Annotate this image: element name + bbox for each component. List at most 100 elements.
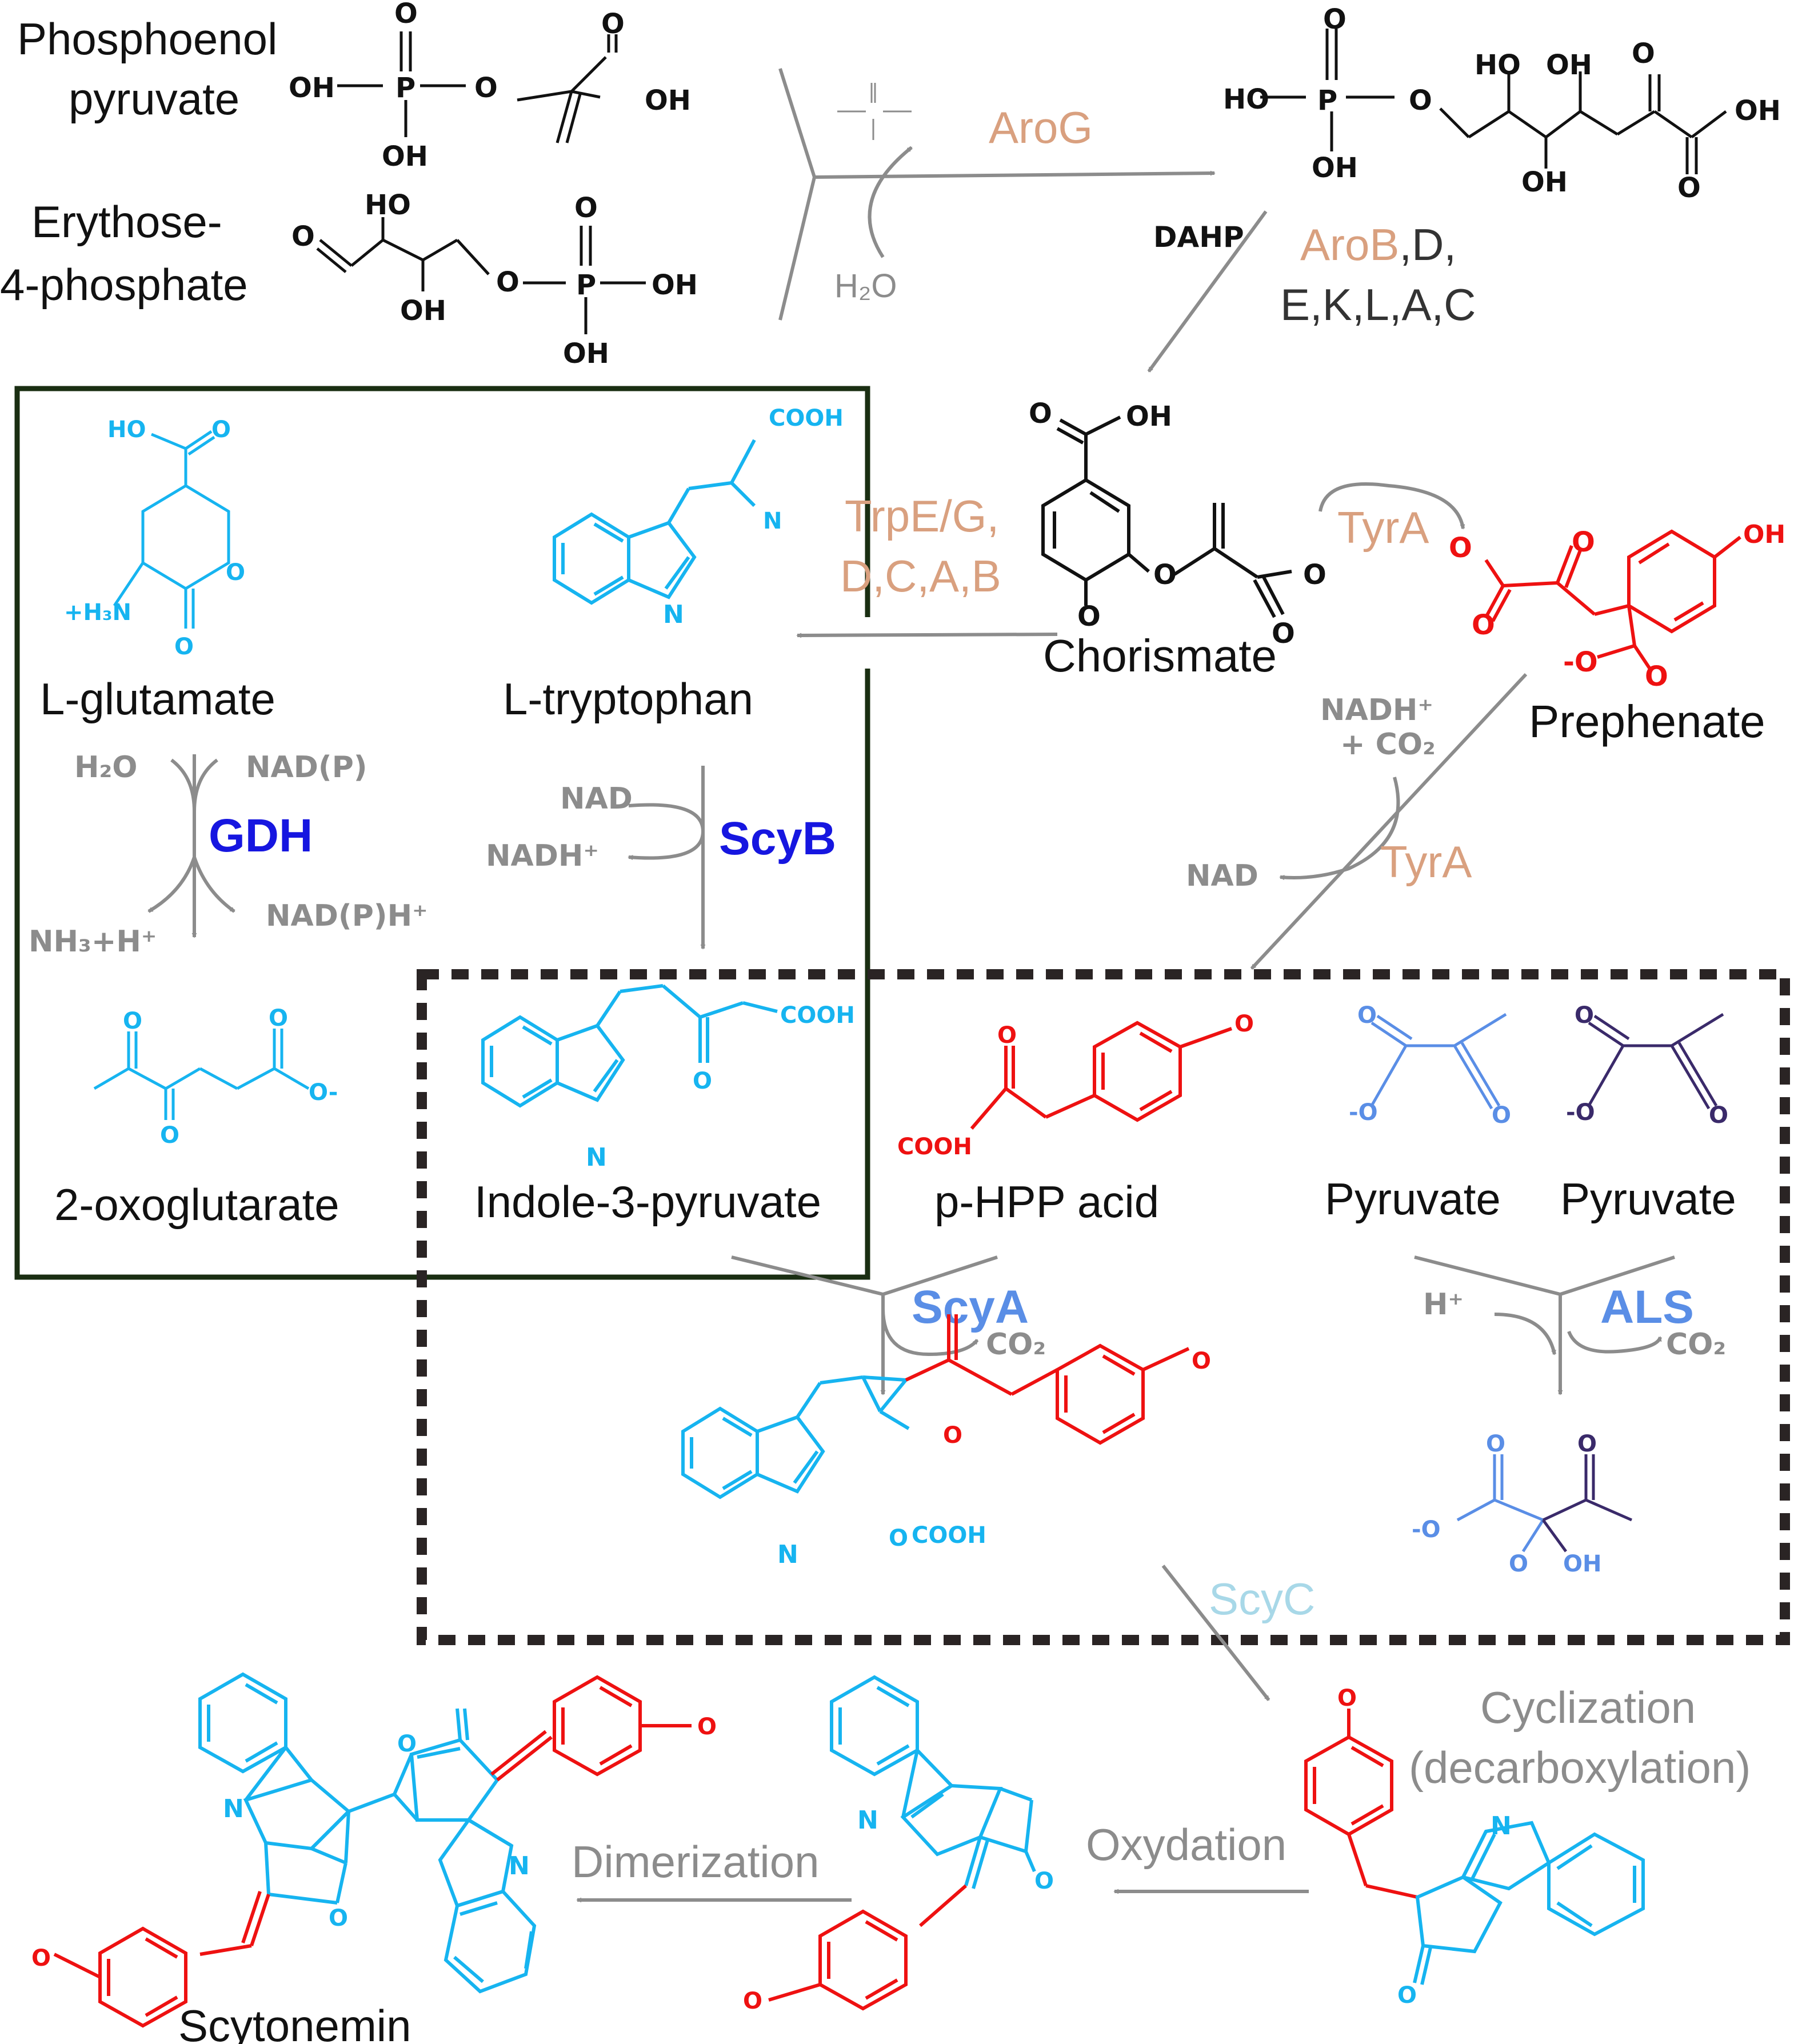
glu-keto-o: O bbox=[174, 634, 194, 660]
enzyme-als: ALS bbox=[1600, 1281, 1694, 1333]
preph-oh: OH bbox=[1743, 520, 1785, 549]
e4p-label-line2: 4-phosphate bbox=[0, 259, 248, 310]
ipa-cooh: COOH bbox=[780, 1002, 855, 1029]
oxo-o-minus: O- bbox=[309, 1079, 338, 1106]
oxo-o1: O bbox=[123, 1008, 142, 1034]
enzyme-tyra-bottom: TyrA bbox=[1380, 837, 1472, 887]
mono-n: N bbox=[857, 1806, 878, 1835]
dahp-structure bbox=[1260, 29, 1727, 174]
scya-arrows bbox=[731, 1255, 998, 1395]
step-oxydation: Oxydation bbox=[1086, 1819, 1286, 1870]
glu-ho: HO bbox=[107, 417, 146, 443]
trp-n: N bbox=[663, 600, 684, 629]
tyra-nad-arrow bbox=[1279, 777, 1400, 881]
preph-o1: O bbox=[1449, 532, 1472, 564]
e4p-aldehyde-o: O bbox=[291, 221, 315, 253]
dahp-acid-oh: OH bbox=[1735, 95, 1781, 127]
gdh-nadp: NAD(P) bbox=[246, 750, 367, 785]
preph-o3: O bbox=[1472, 609, 1495, 641]
dahp-ho: HO bbox=[1223, 83, 1269, 115]
tryptophan-module-box bbox=[14, 386, 870, 1280]
dahp-keto-o: O bbox=[1632, 38, 1655, 70]
chorismate-label: Chorismate bbox=[1043, 630, 1277, 681]
trp-amine-n: N bbox=[763, 508, 782, 534]
pyr2-o1: O bbox=[1575, 1002, 1594, 1029]
pep-acid-oh: OH bbox=[645, 85, 691, 117]
gdh-nadph: NAD(P)H⁺ bbox=[266, 899, 428, 933]
glu-nh3: +H₃N bbox=[64, 599, 131, 626]
box-gap-mask bbox=[857, 617, 880, 669]
enzyme-scyb: ScyB bbox=[719, 813, 836, 865]
arog-h2o: H₂O bbox=[834, 267, 897, 305]
preph-o-minus: -O bbox=[1563, 646, 1598, 678]
enzyme-arob-rest: ,D, bbox=[1399, 219, 1456, 270]
chor-oh-o: O bbox=[1077, 601, 1101, 633]
pyr1-o1: O bbox=[1357, 1002, 1377, 1029]
chor-acid-oh: OH bbox=[1126, 401, 1172, 433]
cp-n: N bbox=[777, 1540, 798, 1569]
tyra-nad: NAD bbox=[1186, 859, 1258, 893]
pep-structure bbox=[337, 31, 618, 143]
scyc-arrow bbox=[1161, 1565, 1270, 1701]
al-o3: O bbox=[1577, 1431, 1597, 1457]
enzyme-tyra-top: TyrA bbox=[1337, 502, 1429, 553]
phpp-keto-o: O bbox=[997, 1022, 1017, 1049]
acetolactate-structure bbox=[1456, 1454, 1633, 1553]
chor-ether-o: O bbox=[1153, 559, 1177, 591]
tryptophan-label: L-tryptophan bbox=[503, 674, 753, 724]
dahp-p: P bbox=[1317, 85, 1337, 117]
glu-ring-o: O bbox=[226, 559, 245, 586]
scyt-n-right: N bbox=[509, 1851, 530, 1881]
pep-label-line1: Phosphoenol bbox=[17, 14, 277, 64]
e4p-ho: HO bbox=[365, 189, 411, 221]
monomer-red bbox=[768, 1884, 967, 2011]
cp-epoxide-o: O bbox=[889, 1525, 908, 1551]
enzyme-trp-line2: D,C,A,B bbox=[840, 551, 1001, 601]
e4p-p: P bbox=[576, 269, 596, 301]
prephenate-label: Prephenate bbox=[1529, 696, 1765, 747]
monomer-cyan bbox=[830, 1675, 1036, 1889]
cyc-n: N bbox=[1491, 1811, 1512, 1841]
step-dimerization: Dimerization bbox=[572, 1837, 819, 1887]
pyruvate-2-label: Pyruvate bbox=[1560, 1174, 1736, 1224]
pyruvate-2-structure bbox=[1587, 1013, 1724, 1110]
glu-acid-o: O bbox=[211, 417, 231, 443]
al-o1: O bbox=[1486, 1431, 1505, 1457]
e4p-p-o: O bbox=[574, 192, 598, 224]
gdh-arrows bbox=[147, 754, 235, 938]
ipa-o: O bbox=[693, 1068, 712, 1094]
phpp-label: p-HPP acid bbox=[934, 1177, 1159, 1227]
arog-reaction-arrows bbox=[778, 68, 1216, 321]
step-cyclization-line2: (decarboxylation) bbox=[1409, 1742, 1751, 1793]
scyb-nadh: NADH⁺ bbox=[486, 839, 599, 873]
dahp-p-oh: OH bbox=[1312, 152, 1358, 184]
scytonemin-red bbox=[53, 1675, 692, 2028]
mono-keto-o: O bbox=[1034, 1868, 1054, 1894]
phpp-structure bbox=[970, 1021, 1233, 1130]
pep-o-bridge: O bbox=[474, 72, 498, 104]
cyc-phenol-o: O bbox=[1337, 1685, 1357, 1711]
arog-phosphate-gray bbox=[837, 83, 912, 140]
cyclized-product-cyan bbox=[1413, 1821, 1645, 1985]
phpp-o: O bbox=[1234, 1011, 1254, 1037]
e4p-label-line1: Erythose- bbox=[31, 197, 222, 247]
pep-acid-o: O bbox=[601, 8, 625, 40]
chor-acid2-o: O bbox=[1303, 559, 1326, 591]
enzyme-scyc: ScyC bbox=[1209, 1574, 1315, 1624]
pyr1-o-minus: -O bbox=[1349, 1099, 1378, 1126]
enzyme-trp-line1: TrpE/G, bbox=[845, 491, 999, 541]
als-arrows bbox=[1414, 1255, 1675, 1395]
cp-cooh: COOH bbox=[912, 1522, 986, 1549]
al-oh: OH bbox=[1563, 1551, 1601, 1577]
pep-oh-left: OH bbox=[289, 72, 335, 104]
scytonemin-label: Scytonemin bbox=[178, 2001, 411, 2044]
pyruvate-1-label: Pyruvate bbox=[1325, 1174, 1501, 1224]
als-co2: CO₂ bbox=[1666, 1327, 1726, 1362]
chor-acid2-o2: O bbox=[1272, 618, 1295, 650]
dahp-ho-1: HO bbox=[1475, 49, 1521, 81]
pep-o-top: O bbox=[394, 0, 418, 30]
dahp-o-bridge: O bbox=[1409, 85, 1432, 117]
scyt-phenol-o-right: O bbox=[697, 1714, 717, 1740]
dahp-p-o: O bbox=[1323, 3, 1346, 35]
